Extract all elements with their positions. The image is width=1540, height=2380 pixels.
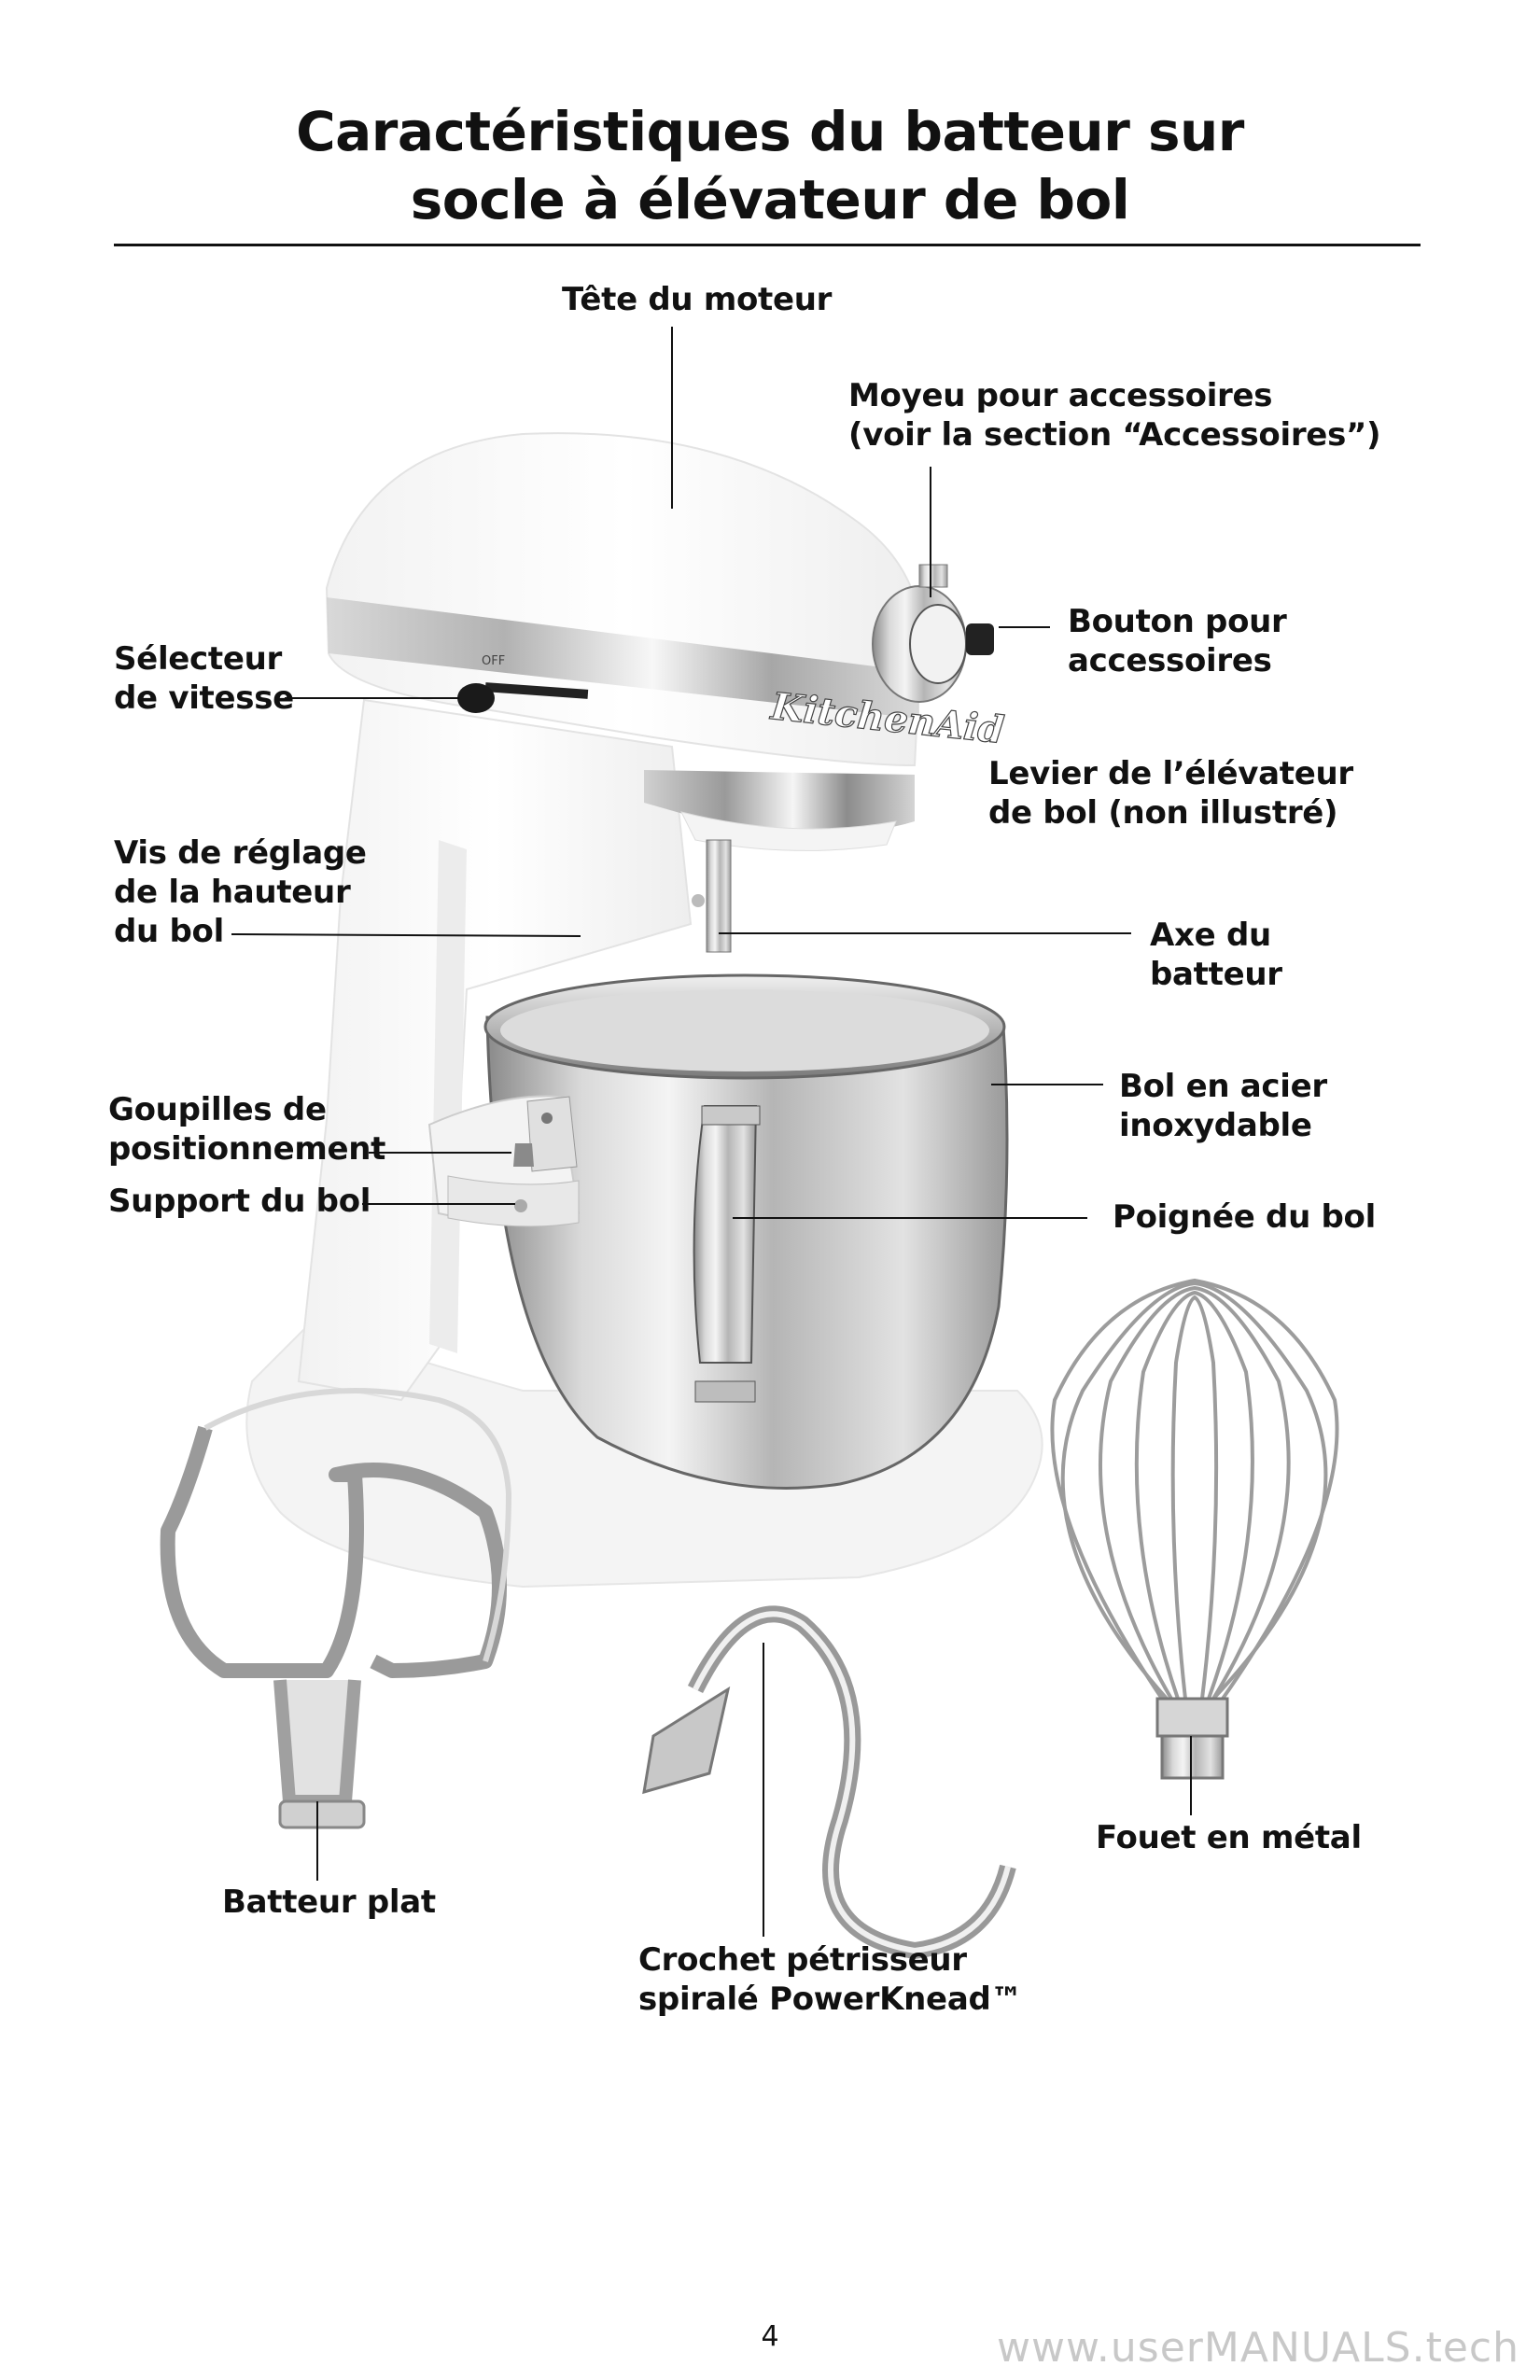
label-bowl-support: Support du bol: [108, 1182, 371, 1221]
label-hook-line-2: spiralé PowerKnead™: [638, 1981, 1023, 2018]
page-number: 4: [761, 2320, 779, 2353]
label-bowl-lift-lever: Levier de l’élévateur de bol (non illust…: [988, 754, 1353, 833]
title-divider: [114, 244, 1421, 246]
label-dough-hook: Crochet pétrisseur spiralé PowerKnead™: [638, 1940, 1023, 2019]
label-pins-line-1: Goupilles de: [108, 1091, 327, 1128]
label-screw-line-2: de la hauteur: [114, 874, 351, 911]
label-motor-head-text: Tête du moteur: [562, 281, 833, 318]
label-height-screw: Vis de réglage de la hauteur du bol: [114, 833, 367, 951]
wire-whip-art: [1050, 1278, 1339, 1780]
label-hub-line-2: (voir la section “Accessoires”): [848, 416, 1381, 454]
label-handle-text: Poignée du bol: [1113, 1198, 1376, 1236]
motor-head: [325, 432, 923, 851]
speed-off-marking: OFF: [482, 654, 505, 668]
label-flat-beater-text: Batteur plat: [222, 1883, 436, 1921]
label-motor-head: Tête du moteur: [562, 280, 832, 319]
label-screw-line-3: du bol: [114, 913, 224, 950]
leader-screw: [231, 933, 581, 937]
attachment-knob: [966, 623, 994, 655]
speed-control-knob: [457, 683, 495, 713]
label-bowl-line-1: Bol en acier: [1119, 1068, 1327, 1105]
label-knob-line-1: Bouton pour: [1068, 603, 1287, 640]
label-lever-line-2: de bol (non illustré): [988, 794, 1338, 832]
page-title: Caractéristiques du batteur sur socle à …: [0, 98, 1540, 234]
label-beater-shaft: Axe du batteur: [1150, 916, 1282, 994]
label-whip-text: Fouet en métal: [1096, 1819, 1362, 1856]
watermark: www.userMANUALS.tech: [997, 2324, 1519, 2372]
bowl-support-art: [427, 1095, 581, 1227]
label-speed-control: Sélecteur de vitesse: [114, 639, 294, 718]
label-attachment-knob: Bouton pour accessoires: [1068, 602, 1287, 680]
label-shaft-line-1: Axe du: [1150, 917, 1271, 954]
label-attachment-hub: Moyeu pour accessoires (voir la section …: [848, 376, 1381, 455]
label-screw-line-1: Vis de réglage: [114, 834, 367, 872]
attachment-hub: [872, 564, 994, 703]
label-support-text: Support du bol: [108, 1183, 371, 1220]
label-hub-line-1: Moyeu pour accessoires: [848, 377, 1273, 414]
beater-shaft-art: [692, 839, 732, 953]
label-positioning-pins: Goupilles de positionnement: [108, 1090, 385, 1169]
label-lever-line-1: Levier de l’élévateur: [988, 755, 1353, 792]
label-hook-line-1: Crochet pétrisseur: [638, 1941, 967, 1979]
label-pins-line-2: positionnement: [108, 1130, 386, 1168]
label-speed-line-1: Sélecteur: [114, 640, 283, 678]
positioning-pin: [513, 1143, 534, 1167]
flat-beater-art: [160, 1388, 511, 1829]
label-knob-line-2: accessoires: [1068, 642, 1272, 679]
label-wire-whip: Fouet en métal: [1096, 1818, 1362, 1857]
mixer-column: [297, 698, 693, 1402]
leader-lines: [231, 327, 1192, 1937]
label-stainless-bowl: Bol en acier inoxydable: [1119, 1067, 1327, 1145]
dough-hook-art: [642, 1605, 1016, 1960]
label-shaft-line-2: batteur: [1150, 956, 1282, 993]
title-line-2: socle à élévateur de bol: [410, 168, 1130, 231]
title-line-1: Caractéristiques du batteur sur: [296, 100, 1244, 163]
stainless-bowl: [483, 973, 1009, 1490]
label-flat-beater: Batteur plat: [222, 1883, 436, 1922]
label-bowl-handle: Poignée du bol: [1113, 1197, 1376, 1237]
label-bowl-line-2: inoxydable: [1119, 1107, 1312, 1144]
label-speed-line-2: de vitesse: [114, 679, 294, 717]
